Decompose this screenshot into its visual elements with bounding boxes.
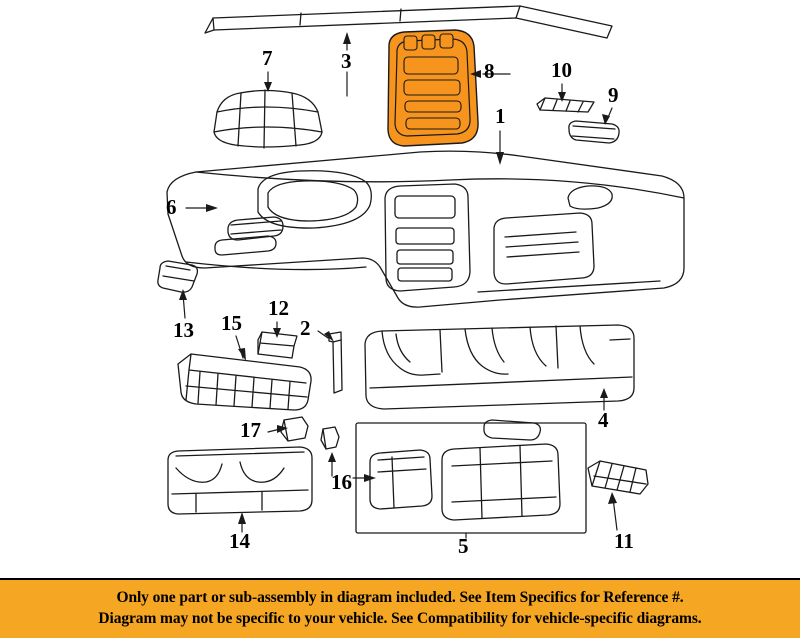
part-1-main-instrument-panel xyxy=(166,150,685,308)
callout-1: 1 xyxy=(495,104,506,128)
part-12-small-panel xyxy=(257,331,298,359)
part-14-lower-knee-panel xyxy=(167,446,313,515)
part-3-upper-trim-strip xyxy=(204,5,613,39)
disclaimer-line-1: Only one part or sub-assembly in diagram… xyxy=(116,589,684,607)
callout-3: 3 xyxy=(341,49,352,73)
callout-12: 12 xyxy=(268,296,289,320)
callout-10: 10 xyxy=(551,58,572,82)
part-10-small-bracket xyxy=(536,97,595,113)
part-2-l-bracket xyxy=(328,331,343,394)
callout-5: 5 xyxy=(458,534,469,558)
disclaimer-line-2: Diagram may not be specific to your vehi… xyxy=(98,610,702,627)
callout-6: 6 xyxy=(166,195,177,219)
callout-9: 9 xyxy=(608,83,619,107)
callout-8: 8 xyxy=(484,59,495,83)
callout-7: 7 xyxy=(262,46,273,70)
part-11-small-grille xyxy=(587,460,649,495)
part-9-small-cover xyxy=(568,120,620,144)
part-15-knee-bolster xyxy=(177,353,312,411)
part-17-clip-a xyxy=(280,416,309,442)
part-4-lower-dash-panel xyxy=(364,324,635,410)
callout-4: 4 xyxy=(598,408,609,432)
disclaimer-banner: Only one part or sub-assembly in diagram… xyxy=(0,578,800,638)
callout-13: 13 xyxy=(173,318,194,342)
part-5-glovebox-assembly-box xyxy=(355,419,587,534)
part-8-highlighted-cluster-bezel xyxy=(387,29,479,147)
callout-17: 17 xyxy=(240,418,261,442)
part-13-vent-duct xyxy=(157,260,199,293)
part-17-clip-b xyxy=(320,426,340,450)
callout-15: 15 xyxy=(221,311,242,335)
callout-2: 2 xyxy=(300,316,311,340)
callout-11: 11 xyxy=(614,529,634,553)
callout-14: 14 xyxy=(229,529,250,553)
part-7-defroster-grille xyxy=(213,89,323,149)
callout-16: 16 xyxy=(331,470,352,494)
